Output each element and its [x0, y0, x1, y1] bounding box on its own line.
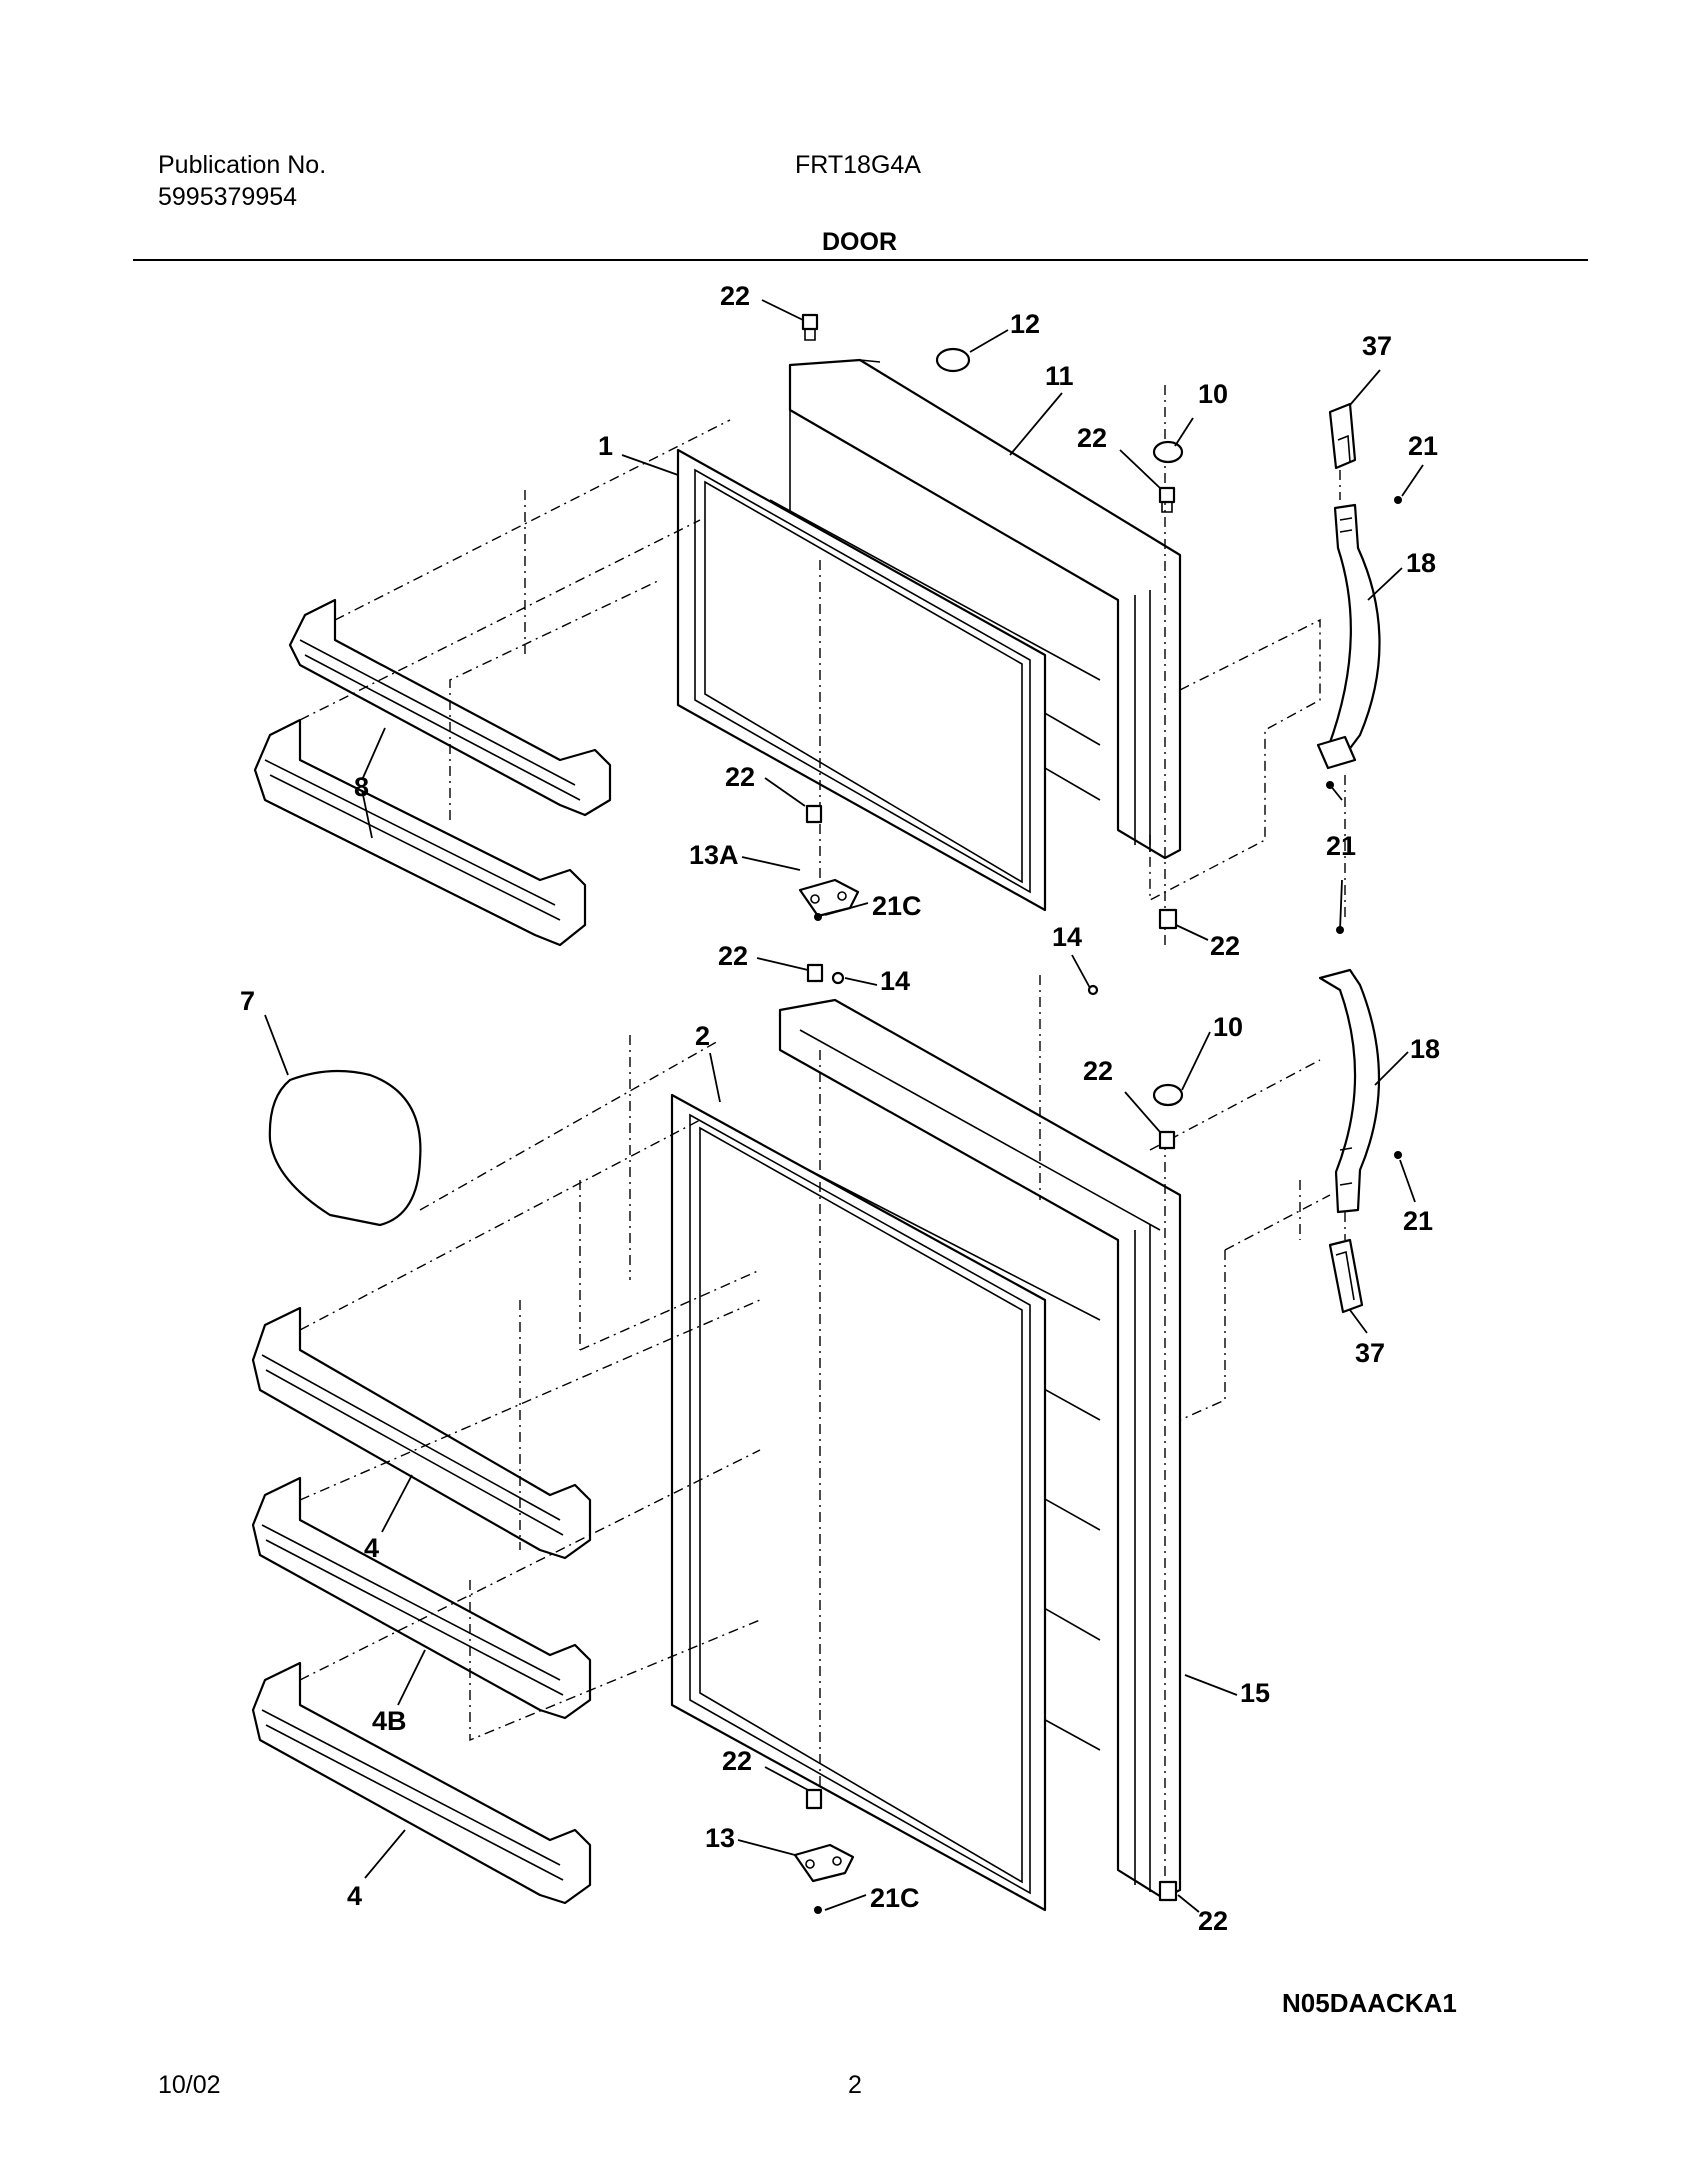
model-number: FRT18G4A: [795, 151, 921, 179]
screw-21C-lower: [814, 1906, 822, 1914]
publication-number: 5995379954: [158, 183, 298, 211]
screw-22-upper-bottom: [1158, 908, 1178, 930]
door-shelf-4-lower: [251, 1661, 592, 1905]
callout-22-top: 22: [720, 281, 750, 311]
screw-14-left: [831, 971, 845, 985]
callout-21-mid: 21: [1326, 831, 1356, 861]
door-shelf-4-upper: [251, 1306, 592, 1560]
callout-2: 2: [695, 1021, 710, 1051]
callout-1: 1: [598, 431, 613, 461]
callout-4-upper: 4: [364, 1533, 379, 1563]
callout-13A: 13A: [689, 840, 739, 870]
plug-10-lower: [1152, 1083, 1184, 1107]
callout-10-lower: 10: [1213, 1012, 1243, 1042]
door-shelf-4B: [251, 1476, 592, 1720]
callout-21C-lower: 21C: [870, 1883, 920, 1913]
screw-22-bottom-left: [805, 1788, 823, 1810]
publication-label: Publication No.: [158, 151, 327, 179]
callout-12: 12: [1010, 309, 1040, 339]
handle-18-lower: [1318, 968, 1381, 1214]
screw-22-mid-left: [805, 804, 823, 824]
freezer-shelf-lower: [253, 718, 587, 947]
dairy-door-7: [268, 1069, 422, 1227]
hinge-13A: [798, 878, 860, 918]
page-number: 2: [848, 2071, 862, 2099]
callout-22-lower-top: 22: [718, 941, 748, 971]
callout-11: 11: [1045, 361, 1074, 391]
callout-18-lower: 18: [1410, 1034, 1440, 1064]
callout-4B: 4B: [372, 1706, 407, 1736]
fresh-food-door-gasket: [670, 1093, 1047, 1912]
callout-14-right: 14: [1052, 922, 1082, 952]
callout-22-bottom-left: 22: [722, 1746, 752, 1776]
footer-date: 10/02: [158, 2071, 221, 2099]
handle-18-upper: [1316, 503, 1381, 770]
trim-37-top: [1328, 402, 1357, 470]
diagram-code: N05DAACKA1: [1282, 1988, 1457, 2018]
screw-21-top: [1394, 496, 1402, 504]
callout-10-upper: 10: [1198, 379, 1228, 409]
callout-37-bottom: 37: [1355, 1338, 1385, 1368]
screw-21-lower: [1394, 1151, 1402, 1159]
callout-22-mid-left: 22: [725, 762, 755, 792]
screw-14-right: [1087, 984, 1099, 996]
callout-21C-upper: 21C: [872, 891, 922, 921]
callout-37-top: 37: [1362, 331, 1392, 361]
screw-22-bottom-right: [1158, 1880, 1178, 1902]
callout-7: 7: [240, 986, 255, 1016]
callout-22-upper-bottom: 22: [1210, 931, 1240, 961]
trim-37-bottom: [1328, 1238, 1364, 1314]
screw-22-lower-top: [806, 963, 824, 983]
plug-10-upper: [1152, 440, 1184, 464]
freezer-door-panel: [769, 358, 1182, 860]
callout-22-upper-right: 22: [1077, 423, 1107, 453]
leader-lines: [264, 299, 1424, 1913]
screw-22-top: [801, 313, 819, 341]
callout-22-bottom-right: 22: [1198, 1906, 1228, 1936]
callout-14-left: 14: [880, 966, 910, 996]
screw-22-lower-right: [1158, 1130, 1176, 1150]
header-divider: [133, 259, 1588, 261]
callout-4-lower: 4: [347, 1881, 362, 1911]
callout-18-upper: 18: [1406, 548, 1436, 578]
callout-15: 15: [1240, 1678, 1270, 1708]
callout-8: 8: [354, 772, 369, 802]
screw-21C-upper: [814, 913, 822, 921]
screw-22-upper-right: [1158, 486, 1176, 513]
callout-22-lower-right: 22: [1083, 1056, 1113, 1086]
callout-13: 13: [705, 1823, 735, 1853]
callout-21-lower: 21: [1403, 1206, 1433, 1236]
freezer-door-gasket: [676, 448, 1047, 912]
plug-12: [935, 347, 971, 373]
hinge-13: [793, 1843, 855, 1883]
callout-21-top: 21: [1408, 431, 1438, 461]
section-title: DOOR: [822, 228, 897, 256]
